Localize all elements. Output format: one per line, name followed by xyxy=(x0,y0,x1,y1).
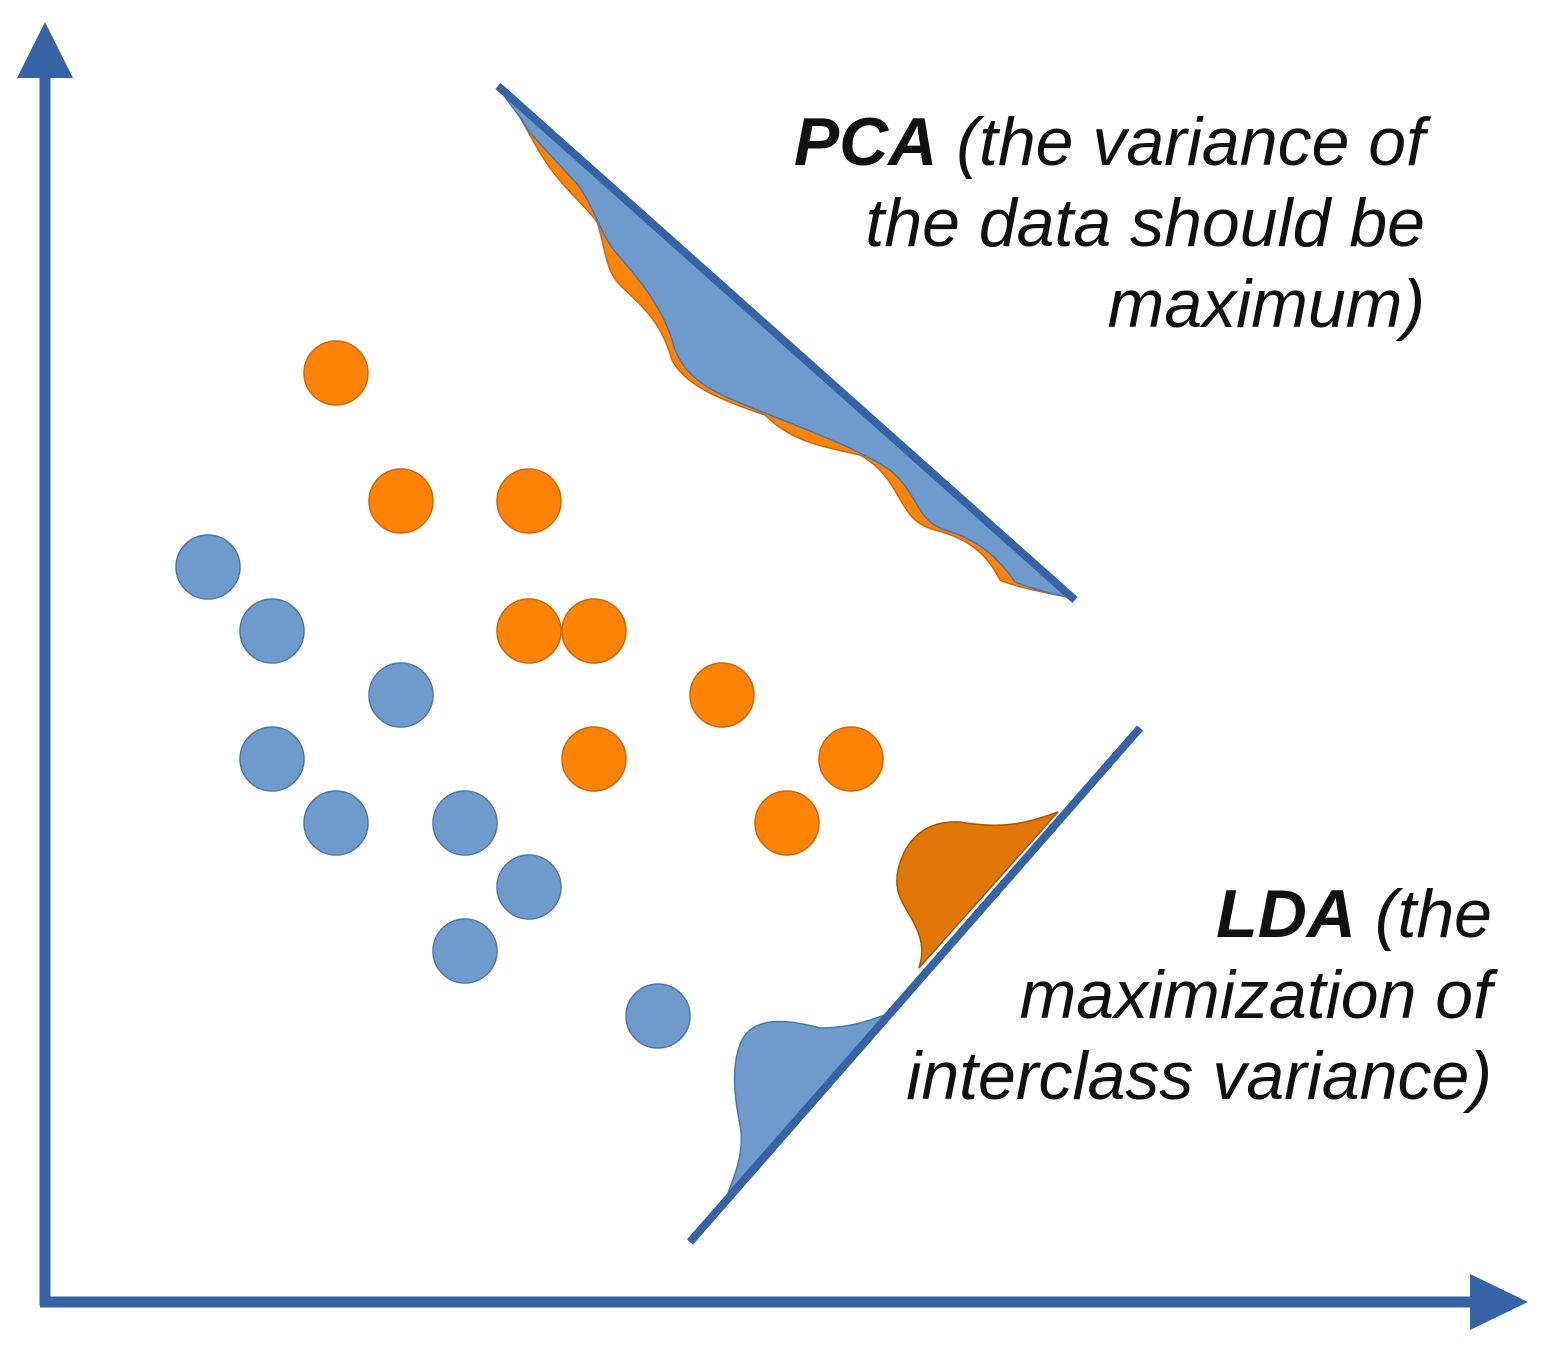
class-a-point xyxy=(368,662,434,728)
class-a-point xyxy=(432,918,498,984)
class-b-point xyxy=(496,598,562,664)
class-b-point xyxy=(561,598,627,664)
lda-label: LDA (the maximization of interclass vari… xyxy=(906,876,1498,1114)
pca-label-line1: PCA (the variance of xyxy=(794,104,1431,180)
lda-projection xyxy=(686,725,1144,1245)
class-b-point xyxy=(496,468,562,534)
pca-projection-axis xyxy=(495,83,1078,603)
lda-keyword: LDA xyxy=(1216,876,1356,952)
x-axis-arrowhead xyxy=(1470,1274,1528,1330)
class-b-point xyxy=(368,468,434,534)
y-axis-arrowhead xyxy=(17,22,73,78)
class-b-point xyxy=(689,662,755,728)
axes xyxy=(17,22,1528,1330)
class-a-point xyxy=(432,790,498,856)
class-a-point xyxy=(625,983,691,1049)
pca-keyword: PCA xyxy=(794,104,938,180)
class-a-points xyxy=(175,534,691,1049)
pca-label-line1-rest: (the variance of xyxy=(937,104,1431,180)
class-a-point xyxy=(175,534,241,600)
lda-label-line1-rest: (the xyxy=(1356,876,1492,952)
class-b-point xyxy=(754,790,820,856)
class-a-point xyxy=(303,790,369,856)
pca-label: PCA (the variance of the data should be … xyxy=(794,104,1431,342)
class-b-point xyxy=(303,340,369,406)
class-a-point xyxy=(239,598,305,664)
lda-projection-axis xyxy=(686,725,1144,1245)
pca-projection xyxy=(495,83,1078,603)
lda-label-line1: LDA (the xyxy=(1216,876,1492,952)
class-b-point xyxy=(561,726,627,792)
lda-label-line2: maximization of xyxy=(1020,957,1498,1033)
lda-label-line3: interclass variance) xyxy=(906,1038,1492,1114)
class-a-point xyxy=(239,726,305,792)
class-a-point xyxy=(496,854,562,920)
lda-orange-distribution xyxy=(896,811,1059,969)
pca-label-line2: the data should be xyxy=(865,185,1425,261)
class-b-point xyxy=(818,726,884,792)
pca-label-line3: maximum) xyxy=(1108,266,1425,342)
class-b-points xyxy=(303,340,884,856)
